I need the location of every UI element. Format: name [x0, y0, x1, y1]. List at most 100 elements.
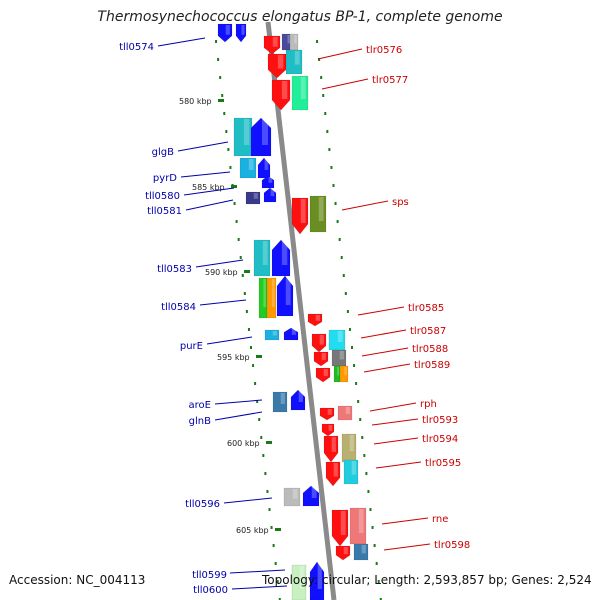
- gene-feature: [337, 405, 353, 421]
- track-dot: [320, 76, 323, 79]
- label-leader-lines: [157, 37, 431, 590]
- leader-line: [229, 569, 286, 574]
- gene-labels: tll0574glgBpyrDtll0580tll0581tll0583tll0…: [119, 42, 470, 596]
- gene-feature: [339, 365, 349, 383]
- track-dot: [278, 598, 281, 600]
- leader-line: [177, 141, 229, 152]
- gene-label-left: tll0596: [185, 499, 220, 510]
- feature-highlight: [317, 563, 322, 589]
- track-dot: [338, 238, 341, 241]
- feature-highlight: [281, 241, 288, 265]
- leader-line: [371, 418, 419, 426]
- gene-feature: [321, 423, 335, 437]
- feature-highlight: [281, 81, 288, 99]
- gene-label-left: pyrD: [153, 173, 177, 184]
- track-dot: [264, 472, 267, 475]
- gene-feature: [245, 191, 261, 205]
- feature-highlight: [331, 437, 336, 452]
- feature-highlight: [263, 279, 266, 307]
- track-dot: [340, 256, 343, 259]
- genome-title: Thermosynechococcus elongatus BP-1, comp…: [97, 9, 503, 25]
- gene-feature: [325, 461, 341, 487]
- track-dot: [276, 580, 279, 583]
- gene-feature: [307, 313, 323, 327]
- feature-highlight: [340, 511, 346, 535]
- gene-feature: [291, 564, 307, 600]
- track-dot: [324, 112, 327, 115]
- gene-feature: [309, 195, 327, 233]
- gene-feature: [261, 175, 275, 189]
- feature-highlight: [328, 425, 333, 431]
- gene-label-right: rne: [432, 514, 448, 525]
- gene-label-left: purE: [180, 341, 203, 352]
- track-dot: [371, 526, 374, 529]
- feature-highlight: [294, 51, 300, 65]
- gene-feature: [276, 275, 294, 317]
- track-dot: [225, 130, 228, 133]
- track-dot: [235, 220, 238, 223]
- feature-highlight: [300, 77, 306, 99]
- gene-label-right: tlr0589: [414, 360, 450, 371]
- feature-highlight: [253, 193, 258, 199]
- gene-feature: [250, 117, 272, 157]
- feature-highlight: [264, 159, 269, 170]
- leader-line: [231, 585, 288, 590]
- feature-highlight: [243, 119, 250, 145]
- gene-feature: [267, 53, 287, 79]
- feature-highlight: [343, 547, 348, 555]
- feature-highlight: [337, 331, 343, 342]
- feature-highlight: [361, 545, 366, 554]
- track-dot: [241, 274, 244, 277]
- gene-feature: [311, 333, 327, 353]
- track-dot: [373, 544, 376, 547]
- gene-label-left: glnB: [189, 416, 211, 427]
- gene-feature: [343, 459, 359, 485]
- track-dot: [254, 382, 257, 385]
- leader-line: [195, 259, 244, 268]
- leader-line: [214, 411, 263, 421]
- gene-feature: [313, 351, 329, 367]
- gene-feature: [315, 367, 331, 383]
- gene-feature: [257, 157, 271, 179]
- track-dot: [229, 166, 232, 169]
- outer-dot-tracks: [215, 40, 382, 600]
- gene-feature: [302, 485, 320, 507]
- feature-highlight: [344, 367, 347, 376]
- track-dot: [330, 166, 333, 169]
- gene-feature: [333, 365, 341, 383]
- gene-label-left: tll0581: [147, 206, 182, 217]
- leader-line: [214, 399, 263, 405]
- feature-highlight: [321, 353, 326, 361]
- scale-label: 580 kbp: [179, 97, 212, 106]
- gene-feature: [217, 23, 233, 43]
- feature-highlight: [294, 35, 297, 44]
- track-dot: [318, 58, 321, 61]
- leader-line: [206, 336, 253, 345]
- gene-feature: [290, 389, 306, 411]
- gene-feature: [328, 329, 346, 351]
- gene-label-left: glgB: [152, 147, 174, 158]
- genome-summary-text: Topology: circular; Length: 2,593,857 bp…: [262, 573, 592, 587]
- leader-line: [317, 48, 363, 60]
- track-dot: [245, 310, 248, 313]
- leader-line: [223, 497, 273, 504]
- scale-tick: [218, 99, 224, 102]
- feature-highlight: [333, 463, 338, 477]
- gene-label-left: tll0580: [145, 191, 180, 202]
- track-dot: [256, 400, 259, 403]
- feature-highlight: [315, 315, 320, 321]
- scale-tick: [266, 441, 272, 444]
- feature-highlight: [271, 279, 275, 307]
- track-dot: [272, 544, 275, 547]
- track-dot: [342, 274, 345, 277]
- track-dot: [262, 454, 265, 457]
- track-dot: [350, 346, 353, 349]
- leader-line: [363, 363, 411, 373]
- leader-line: [341, 200, 389, 211]
- gene-feature: [335, 545, 351, 561]
- feature-highlight: [349, 435, 354, 452]
- scale-tick: [256, 355, 262, 358]
- gene-feature: [239, 157, 257, 179]
